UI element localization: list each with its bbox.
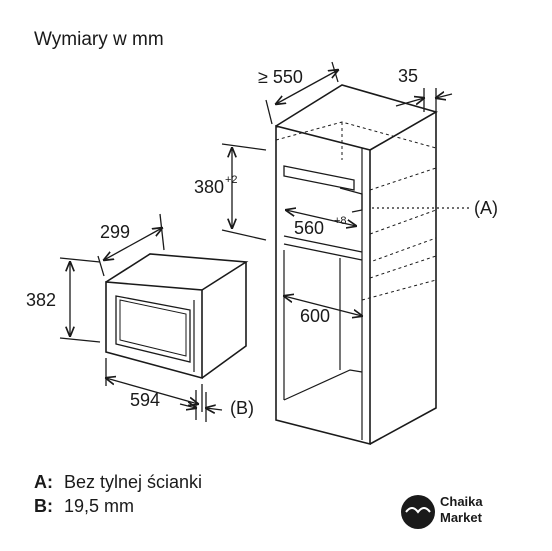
niche-height-label: 380 [194,177,224,197]
legend-key-a: A: [34,472,53,492]
legend: A: Bez tylnej ścianki B: 19,5 mm [34,472,202,516]
appliance-depth-dimension [97,213,164,277]
cabinet-side-label: 35 [398,66,418,86]
legend-text-b: 19,5 mm [64,496,134,516]
appliance-width-dimension [106,358,203,412]
cabinet-depth-label: ≥ 550 [258,67,303,87]
appliance-width-label: 594 [130,390,160,410]
niche-width-dimension [286,210,356,226]
legend-key-b: B: [34,496,53,516]
niche-width-label: 560 [294,218,324,238]
legend-text-a: Bez tylnej ścianki [64,472,202,492]
cabinet-hidden-lines [275,121,437,301]
cabinet-inner-width-label: 600 [300,306,330,326]
diagram-title: Wymiary w mm [34,29,164,50]
niche-height-dimension [221,143,267,241]
appliance [105,253,249,380]
logo-line-1: Chaika [440,494,483,509]
callout-b: (B) [230,398,254,418]
appliance-height-label: 382 [26,290,56,310]
niche-width-tolerance: +8 [334,215,347,227]
appliance-depth-label: 299 [100,222,130,242]
callout-b-dimension [179,390,223,422]
cabinet-side-dimension [395,88,453,112]
cabinet-inner-width-dimension [284,296,362,316]
callout-a: (A) [474,198,498,218]
cabinet-depth-dimension [265,61,338,125]
appliance-height-dimension [59,257,101,343]
chaika-market-logo: Chaika Market [401,494,483,529]
logo-line-2: Market [440,510,483,525]
niche-height-tolerance: +2 [225,174,238,186]
